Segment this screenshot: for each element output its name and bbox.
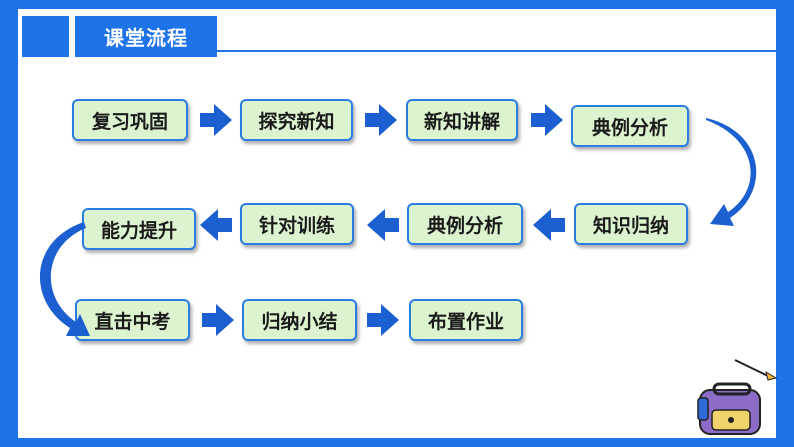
step-summarize-knowledge[interactable]: 知识归纳 bbox=[574, 203, 688, 245]
step-example-1[interactable]: 典例分析 bbox=[571, 105, 689, 147]
arrow-right-icon bbox=[202, 304, 234, 336]
step-practice[interactable]: 针对训练 bbox=[240, 203, 354, 245]
step-review[interactable]: 复习巩固 bbox=[72, 99, 188, 141]
arrow-right-icon bbox=[200, 104, 232, 136]
arrow-right-icon bbox=[531, 104, 563, 136]
step-homework[interactable]: 布置作业 bbox=[409, 299, 523, 341]
title-underline bbox=[217, 50, 777, 52]
frame-left bbox=[0, 0, 18, 447]
arrow-left-icon bbox=[367, 209, 399, 241]
step-explore[interactable]: 探究新知 bbox=[240, 99, 353, 141]
title-corner-block bbox=[22, 16, 69, 57]
page-title: 课堂流程 bbox=[75, 16, 217, 57]
arrow-right-icon bbox=[367, 304, 399, 336]
school-bag-icon bbox=[697, 359, 778, 435]
arrow-right-icon bbox=[365, 104, 397, 136]
arrow-left-icon bbox=[200, 209, 232, 241]
curved-arrow-down-right-icon bbox=[706, 118, 757, 226]
frame-bottom bbox=[0, 438, 794, 447]
step-exam[interactable]: 直击中考 bbox=[75, 299, 190, 341]
frame-right bbox=[776, 0, 794, 447]
step-conclusion[interactable]: 归纳小结 bbox=[242, 299, 357, 341]
curved-arrow-down-left-icon bbox=[39, 222, 90, 336]
step-improve[interactable]: 能力提升 bbox=[82, 208, 196, 250]
frame-top bbox=[0, 0, 794, 9]
step-example-2[interactable]: 典例分析 bbox=[407, 203, 523, 245]
step-explain[interactable]: 新知讲解 bbox=[406, 99, 518, 141]
arrow-left-icon bbox=[533, 209, 565, 241]
